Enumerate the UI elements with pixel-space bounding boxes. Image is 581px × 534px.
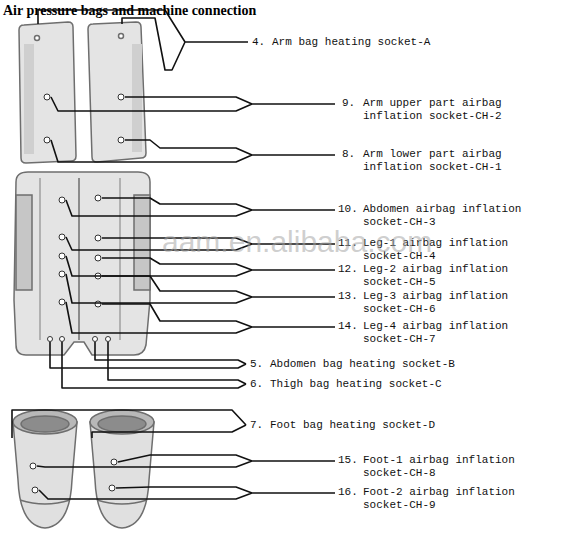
foot-band <box>20 500 147 504</box>
valve <box>95 195 101 201</box>
callout-label: Leg-2 airbag inflation socket-CH-5 <box>363 263 525 289</box>
leader-line <box>62 342 246 388</box>
leg-seam <box>40 178 120 340</box>
leader-line <box>66 302 335 333</box>
valve <box>118 94 124 100</box>
valve <box>59 197 65 203</box>
callout-label: Leg-4 airbag inflation socket-CH-7 <box>363 320 525 346</box>
left-arm-bag <box>19 22 76 163</box>
foot-opening <box>13 410 77 434</box>
leader-line <box>38 10 248 70</box>
callout-number: 5. <box>250 358 263 371</box>
callout-number: 12. <box>338 263 358 276</box>
callout-number: 6. <box>250 378 263 391</box>
callout-label: Arm upper part airbag inflation socket-C… <box>363 97 525 123</box>
leader-line <box>37 455 335 467</box>
callout-number: 7. <box>250 419 263 432</box>
valve <box>59 253 65 259</box>
right-foot-bag <box>90 422 154 528</box>
callout-label: Foot-2 airbag inflation socket-CH-9 <box>363 486 525 512</box>
valve <box>118 137 124 143</box>
valve <box>95 235 101 241</box>
valve <box>59 234 65 240</box>
valve <box>95 255 101 261</box>
valves <box>30 94 124 493</box>
foot-bags <box>13 410 154 528</box>
heating-socket <box>93 337 98 342</box>
valve <box>111 459 117 465</box>
heating-socket <box>106 337 111 342</box>
arm-bags <box>19 22 146 163</box>
valve <box>59 271 65 277</box>
arm-cuff <box>132 44 142 152</box>
callout-label: Arm bag heating socket-A <box>272 36 430 49</box>
valve <box>95 301 101 307</box>
arm-cuff <box>24 44 34 154</box>
callout-number: 15. <box>338 454 358 467</box>
arm-hole <box>35 36 40 41</box>
right-arm-bag <box>88 22 146 162</box>
callout-label: Foot-1 airbag inflation socket-CH-8 <box>363 454 525 480</box>
leg-seam <box>78 178 80 340</box>
leader-line <box>51 140 335 162</box>
valve <box>59 299 65 305</box>
leader-line <box>39 487 335 499</box>
callout-number: 8. <box>342 148 355 161</box>
callout-label: Foot bag heating socket-D <box>270 419 435 432</box>
valve <box>32 487 38 493</box>
valve <box>44 94 50 100</box>
leader-line <box>66 256 335 276</box>
callout-label: Thigh bag heating socket-C <box>270 378 442 391</box>
leg-flap <box>16 195 32 290</box>
callout-number: 10. <box>338 203 358 216</box>
heating-socket <box>60 337 65 342</box>
valve <box>30 463 36 469</box>
callout-number: 4. <box>252 36 265 49</box>
valve <box>44 137 50 143</box>
leader-line <box>12 410 246 438</box>
valve <box>109 485 115 491</box>
foot-opening <box>90 410 154 434</box>
callout-number: 16. <box>338 486 358 499</box>
callout-label: Arm lower part airbag inflation socket-C… <box>363 148 525 174</box>
leader-line <box>51 97 335 111</box>
callout-number: 13. <box>338 290 358 303</box>
leader-line <box>50 342 246 368</box>
foot-opening-inner <box>98 416 146 432</box>
heating-socket <box>48 337 53 342</box>
left-foot-bag <box>13 422 77 528</box>
callout-number: 14. <box>338 320 358 333</box>
callout-number: 9. <box>342 97 355 110</box>
foot-opening-inner <box>21 416 69 432</box>
leg-bag <box>14 172 150 355</box>
diagram-title: Air pressure bags and machine connection <box>3 2 256 19</box>
arm-hole <box>119 34 124 39</box>
leader-line <box>66 274 335 303</box>
leg-bag-outline <box>14 172 150 355</box>
leader-line <box>66 198 335 216</box>
callout-label: Leg-3 airbag inflation socket-CH-6 <box>363 290 525 316</box>
watermark: aam.en.alibaba.com <box>162 225 432 259</box>
callout-label: Abdomen bag heating socket-B <box>270 358 455 371</box>
